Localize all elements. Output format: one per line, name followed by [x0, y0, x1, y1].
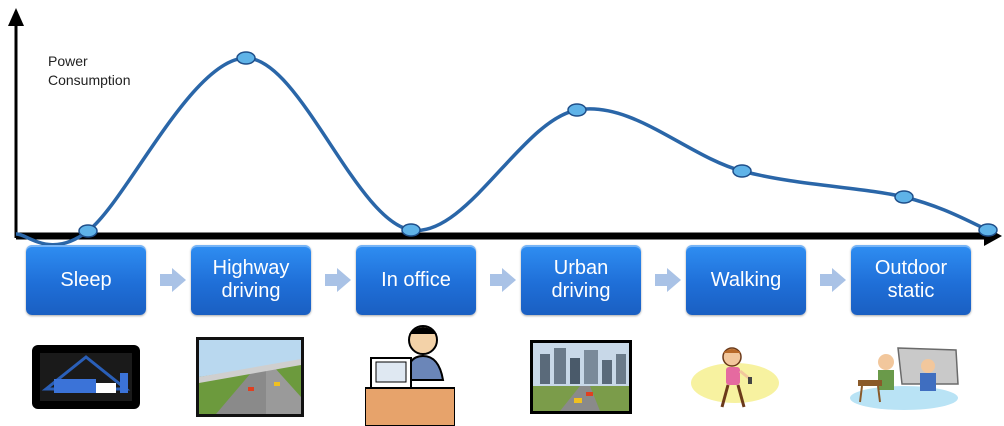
curve-node [236, 51, 256, 65]
connector-arrow-icon [490, 268, 516, 292]
power-curve [15, 56, 989, 247]
walking-girl-icon [691, 347, 779, 408]
curve-node [894, 190, 914, 204]
outdoor-picnic-icon [850, 347, 959, 410]
step-outdoor-static: Outdoor static [851, 245, 971, 315]
curve-node [401, 223, 421, 237]
y-axis-label: Power Consumption [48, 52, 131, 90]
y-axis-label-line-1: Power [48, 53, 88, 69]
sleep-icon [32, 345, 140, 409]
step-sleep: Sleep [26, 245, 146, 315]
connector-arrow-icon [655, 268, 681, 292]
curve-node [567, 103, 587, 117]
step-in-office: In office [356, 245, 476, 315]
highway-icon [196, 337, 304, 417]
connector-arrow-icon [325, 268, 351, 292]
y-axis-arrow-icon [8, 8, 24, 26]
curve-node [78, 224, 98, 238]
step-walking: Walking [686, 245, 806, 315]
curve-node [978, 223, 998, 237]
connector-arrow-icon [820, 268, 846, 292]
step-urban-driving: Urban driving [521, 245, 641, 315]
step-highway-driving: Highway driving [191, 245, 311, 315]
curve-nodes [78, 51, 998, 238]
city-traffic-icon [530, 340, 632, 414]
curve-node [732, 164, 752, 178]
connector-arrow-icon [160, 268, 186, 292]
office-worker-icon [365, 325, 455, 426]
y-axis-label-line-2: Consumption [48, 72, 131, 88]
